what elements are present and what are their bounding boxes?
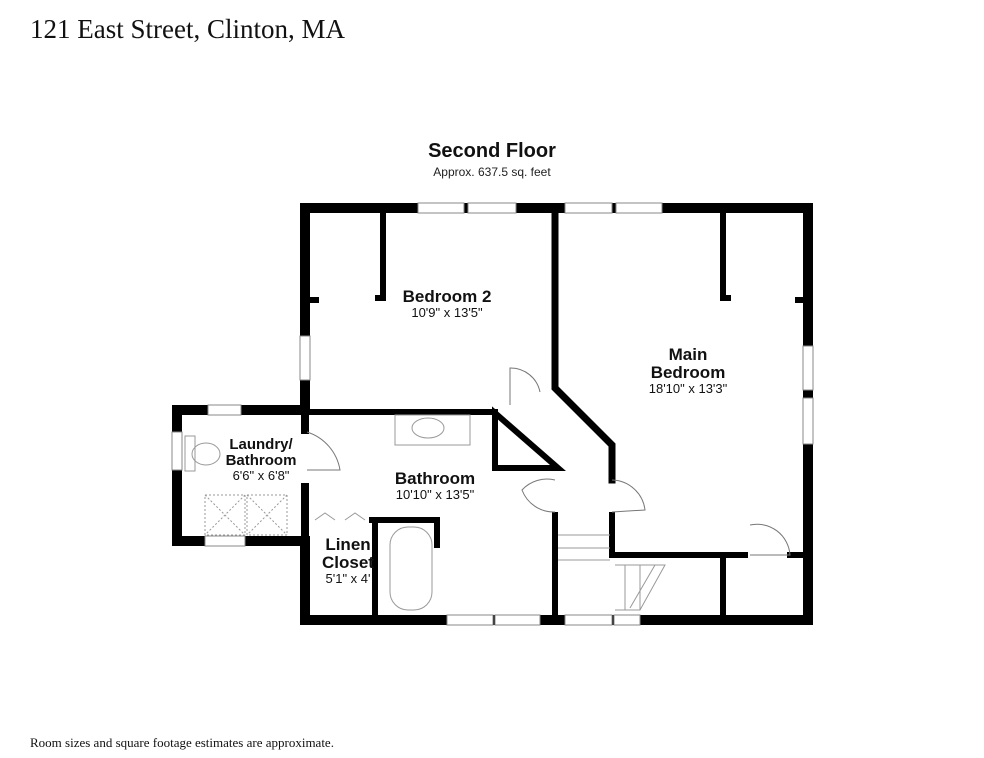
room-dims: 6'6" x 6'8" xyxy=(232,467,290,483)
room-bathroom: Bathroom 10'10" x 13'5" xyxy=(395,470,475,501)
room-dims: 10'9" x 13'5" xyxy=(411,304,483,320)
doors xyxy=(306,367,791,556)
fixtures xyxy=(184,414,666,611)
room-dims: 10'10" x 13'5" xyxy=(395,486,475,502)
room-laundry-bathroom: Laundry/ Bathroom 6'6" x 6'8" xyxy=(216,437,306,482)
room-main-bedroom: Main Bedroom 18'10" x 13'3" xyxy=(633,346,743,395)
disclaimer: Room sizes and square footage estimates … xyxy=(30,735,334,750)
floor-name: Second Floor xyxy=(428,140,556,162)
room-name: Bathroom xyxy=(394,469,476,488)
room-name: Bedroom 2 xyxy=(402,287,492,306)
room-bedroom-2: Bedroom 2 10'9" x 13'5" xyxy=(403,288,492,319)
walls xyxy=(172,203,813,625)
room-name: Linen Closet xyxy=(322,535,374,572)
room-name: Main Bedroom xyxy=(650,345,726,382)
room-name: Laundry/ Bathroom xyxy=(225,436,297,469)
room-dims: 5'1" x 4' xyxy=(325,570,371,586)
page-title: 121 East Street, Clinton, MA xyxy=(30,14,345,44)
windows xyxy=(171,202,814,626)
room-linen-closet: Linen Closet 5'1" x 4' xyxy=(318,536,378,585)
floor-area: Approx. 637.5 sq. feet xyxy=(433,165,551,179)
room-dims: 18'10" x 13'3" xyxy=(648,380,728,396)
